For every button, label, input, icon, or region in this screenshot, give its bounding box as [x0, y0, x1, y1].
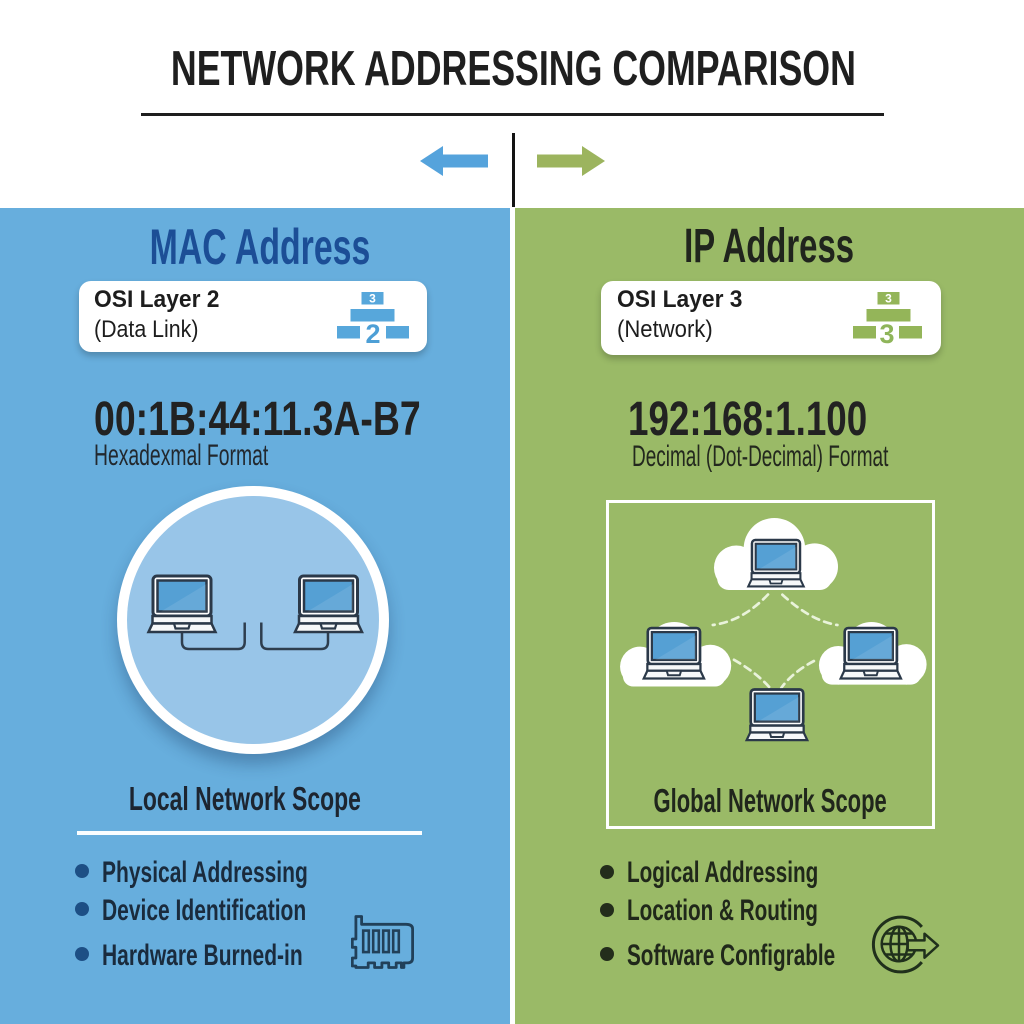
svg-text:3: 3	[885, 292, 892, 306]
svg-text:3: 3	[879, 319, 894, 345]
svg-text:3: 3	[369, 292, 376, 306]
svg-text:2: 2	[365, 319, 380, 345]
